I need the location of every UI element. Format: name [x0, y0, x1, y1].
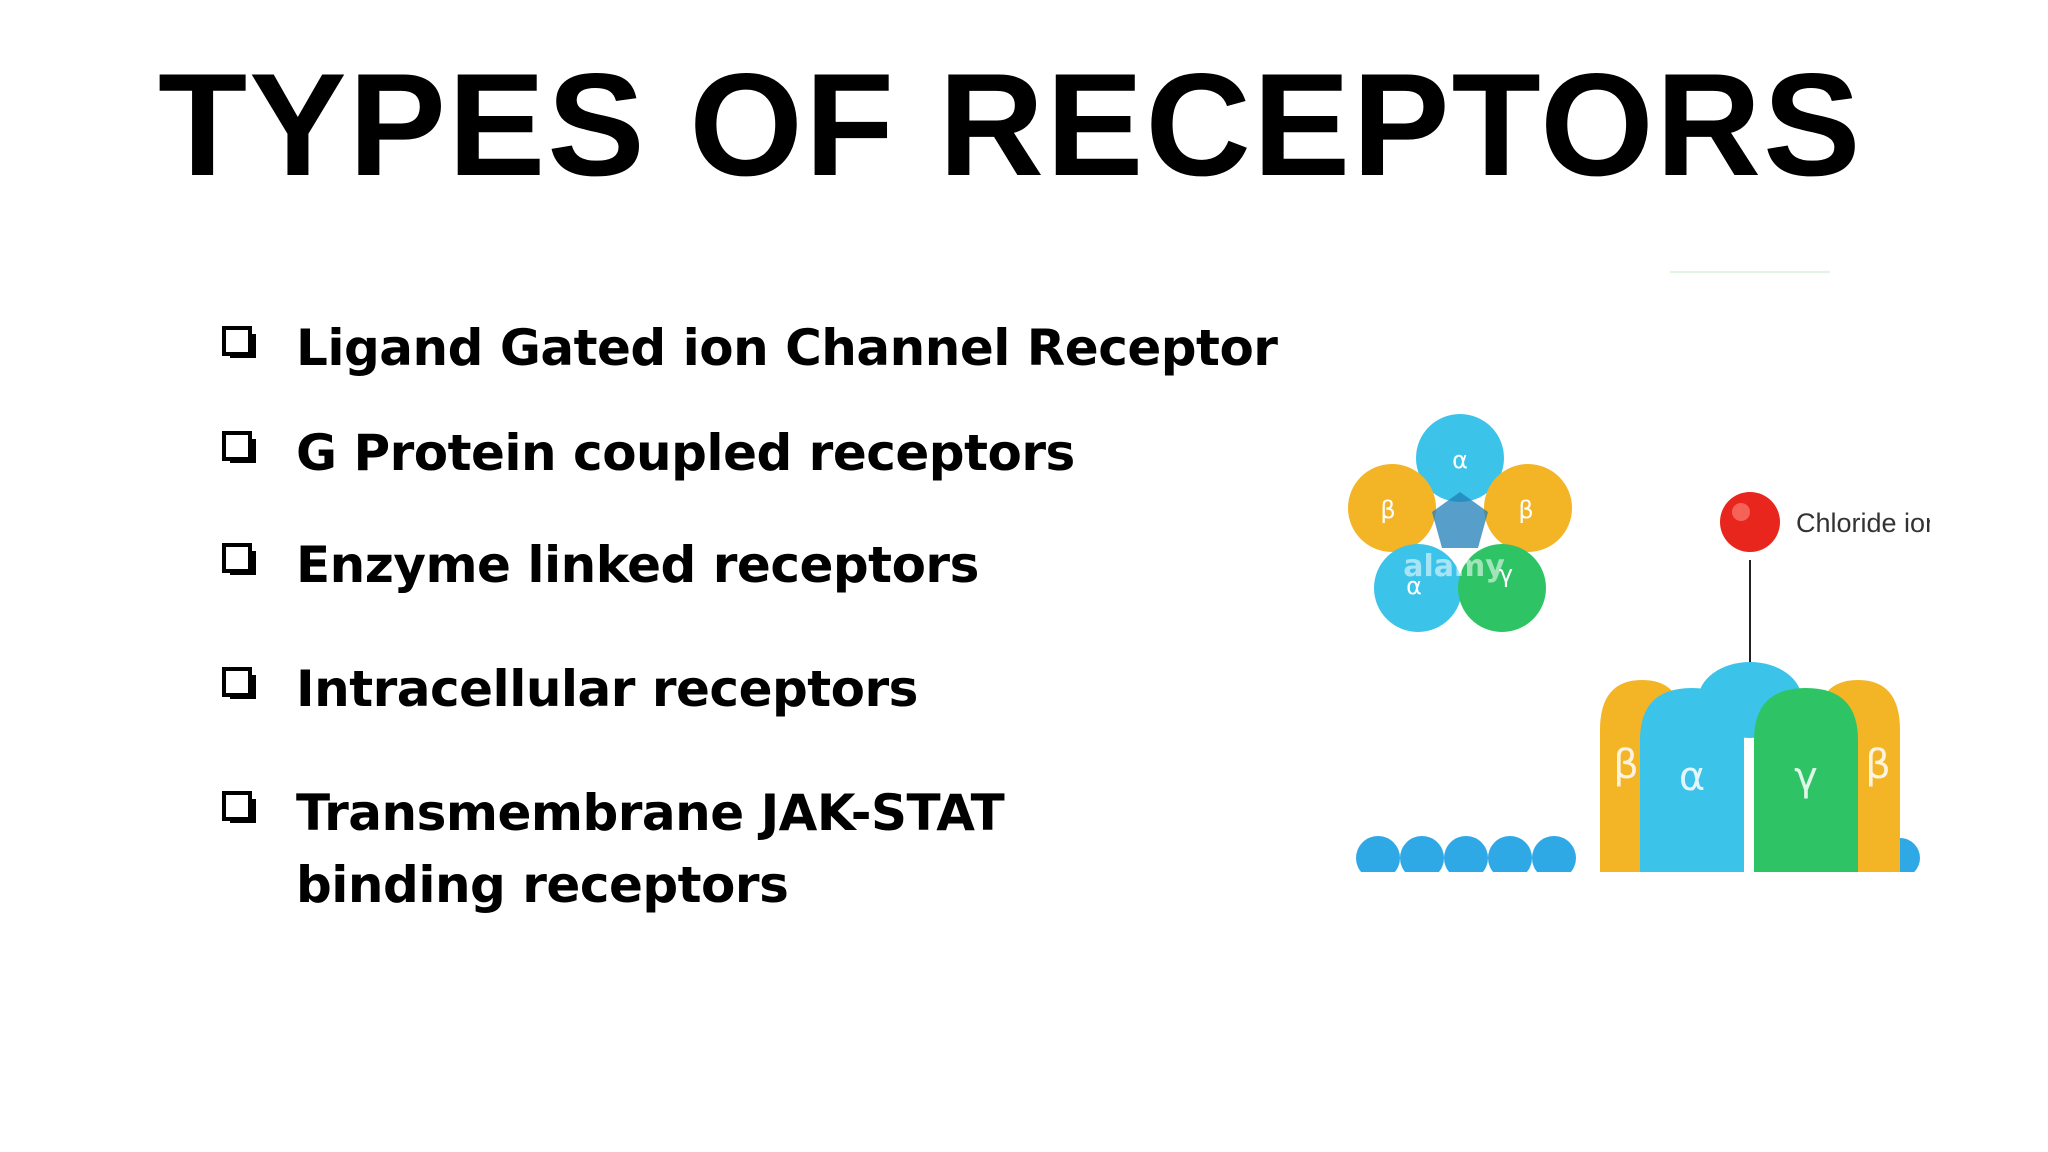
subunit-label: β [1380, 496, 1395, 524]
chloride-label: Chloride ion [1796, 508, 1930, 538]
list-item: G Protein coupled receptors [222, 417, 1322, 489]
list-item-label: Transmembrane JAK-STAT binding receptors [296, 784, 1005, 914]
subunit-alpha-bottom [1374, 544, 1462, 632]
membrane-lipid [1400, 836, 1444, 880]
list-item: Intracellular receptors [222, 653, 1322, 725]
subunit-label: α [1679, 754, 1705, 800]
membrane-lipid [1356, 836, 1400, 880]
list-item: Transmembrane JAK-STAT binding receptors [222, 777, 1322, 921]
list-item-label: Ligand Gated ion Channel Receptor [296, 319, 1278, 377]
membrane-lipid [1532, 836, 1576, 880]
subunit-label: γ [1499, 560, 1513, 588]
chloride-ion: Chloride ion [1720, 492, 1930, 718]
channel-pore [1432, 492, 1488, 548]
receptor-top-view: α β β α γ alamy [1348, 414, 1572, 632]
subunit-gamma [1754, 688, 1858, 872]
subunit-alpha-front [1640, 688, 1744, 872]
subunit-label: α [1406, 572, 1422, 600]
membrane-lipid [1488, 836, 1532, 880]
checkbox-icon [222, 791, 256, 823]
subunit-beta-left [1348, 464, 1436, 552]
chloride-ion-icon [1720, 492, 1780, 552]
subunit-label: β [1865, 742, 1891, 788]
subunit-label: β [1613, 742, 1639, 788]
list-item: Enzyme linked receptors [222, 529, 1322, 601]
list-item-label: Intracellular receptors [296, 660, 918, 718]
subunit-label: γ [1794, 754, 1818, 800]
list-item: Ligand Gated ion Channel Receptor [222, 312, 1322, 384]
list-item-label: G Protein coupled receptors [296, 424, 1075, 482]
subunit-gamma [1458, 544, 1546, 632]
receptor-side-view: β α γ β [1330, 662, 1930, 900]
subunit-alpha-top [1416, 414, 1504, 502]
checkbox-icon [222, 543, 256, 575]
subunit-beta-right [1484, 464, 1572, 552]
watermark: alamy [1403, 549, 1505, 584]
checkbox-icon [222, 431, 256, 463]
gaba-receptor-figure: α β β α γ alamy Chloride ion [1330, 271, 1930, 900]
slide-title: TYPES OF RECEPTORS [158, 43, 1863, 206]
subunit-label: α [1452, 446, 1468, 474]
checkbox-icon [222, 667, 256, 699]
membrane-lipid [1444, 836, 1488, 880]
subunit-label: β [1518, 496, 1533, 524]
checkbox-icon [222, 326, 256, 358]
list-item-label: Enzyme linked receptors [296, 536, 979, 594]
